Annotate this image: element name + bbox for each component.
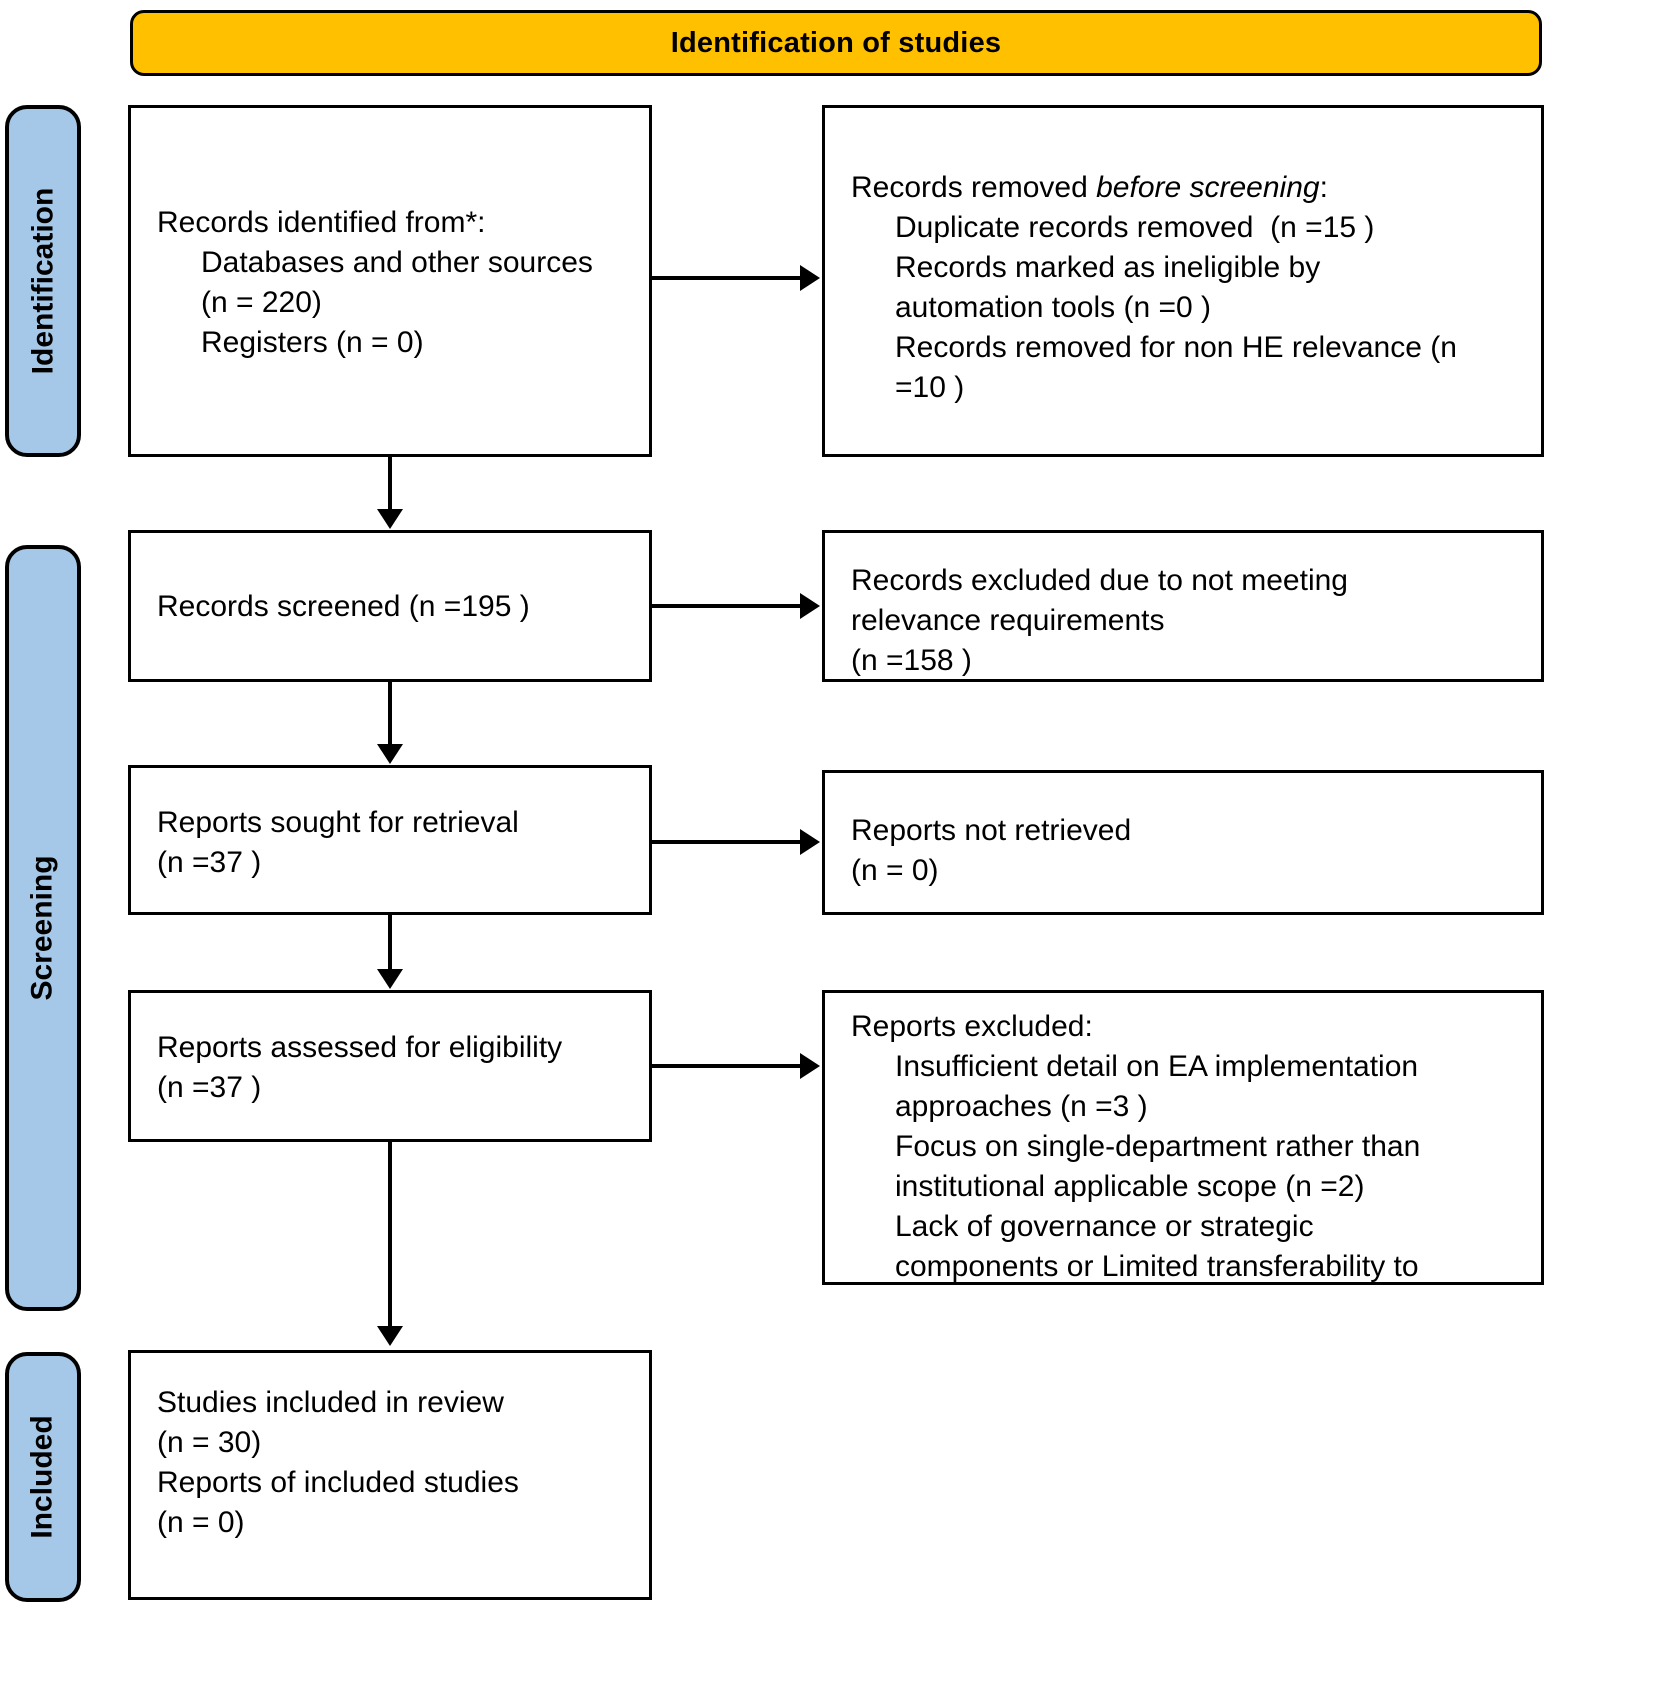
line-removed-2: Duplicate records removed (n =15 ) <box>895 211 1375 244</box>
arrow-sought-to-notretrieved-line <box>652 840 800 844</box>
sidebar-stage-included: Included <box>5 1352 81 1602</box>
line-notret-1: Reports not retrieved <box>851 814 1132 847</box>
box-studies-included-text: Studies included in review (n = 30) Repo… <box>157 1383 519 1543</box>
arrow-screened-to-excluded-line <box>652 604 800 608</box>
box-reports-excluded: Reports excluded: Insufficient detail on… <box>822 990 1544 1285</box>
arrow-assessed-to-excluded-line <box>652 1064 800 1068</box>
line-identified-1: Records identified from*: <box>157 206 486 239</box>
line-excluded1-1: Records excluded due to not meeting <box>851 564 1348 597</box>
line-sought-2: (n =37 ) <box>157 846 262 879</box>
line-removed-1b: before screening <box>1096 171 1320 204</box>
line-identified-3: (n = 220) <box>201 286 322 319</box>
box-records-excluded-text: Records excluded due to not meeting rele… <box>851 561 1348 679</box>
arrow-screened-to-excluded-head <box>800 593 820 619</box>
box-records-identified-text: Records identified from*: Databases and … <box>157 203 593 363</box>
line-excluded2-1: Reports excluded: <box>851 1010 1093 1043</box>
arrow-screened-to-sought-line <box>388 682 392 746</box>
sidebar-label-identification: Identification <box>26 187 60 375</box>
line-removed-1a: Records removed <box>851 171 1097 204</box>
line-included-1: Studies included in review <box>157 1386 504 1419</box>
box-studies-included-in-review: Studies included in review (n = 30) Repo… <box>128 1350 652 1600</box>
arrow-assessed-to-included-line <box>388 1142 392 1328</box>
line-excluded2-4: Focus on single-department rather than <box>895 1130 1421 1163</box>
box-reports-excluded-text: Reports excluded: Insufficient detail on… <box>851 1007 1459 1283</box>
line-removed-4: automation tools (n =0 ) <box>895 291 1212 324</box>
line-included-3: Reports of included studies <box>157 1466 519 1499</box>
arrow-sought-to-assessed-head <box>377 969 403 989</box>
line-notret-2: (n = 0) <box>851 854 939 887</box>
box-records-removed-before-screening: Records removed before screening: Duplic… <box>822 105 1544 457</box>
arrow-sought-to-assessed-line <box>388 915 392 971</box>
line-identified-4: Registers (n = 0) <box>201 326 424 359</box>
arrow-assessed-to-excluded-head <box>800 1053 820 1079</box>
box-reports-not-retrieved: Reports not retrieved (n = 0) <box>822 770 1544 915</box>
line-removed-1c: : <box>1319 171 1328 204</box>
sidebar-stage-identification: Identification <box>5 105 81 457</box>
box-records-excluded: Records excluded due to not meeting rele… <box>822 530 1544 682</box>
line-excluded2-5: institutional applicable scope (n =2) <box>895 1170 1365 1203</box>
line-assessed-1: Reports assessed for eligibility <box>157 1031 563 1064</box>
line-excluded1-3: (n =158 ) <box>851 644 972 677</box>
arrow-identified-to-removed-head <box>800 265 820 291</box>
arrow-identified-to-screened-line <box>388 457 392 511</box>
line-excluded2-7: components or Limited transferability to <box>895 1250 1419 1283</box>
line-excluded2-2: Insufficient detail on EA implementation <box>895 1050 1419 1083</box>
line-removed-6: =10 ) <box>895 371 965 404</box>
box-reports-sought-text: Reports sought for retrieval (n =37 ) <box>157 803 519 883</box>
line-included-2: (n = 30) <box>157 1426 262 1459</box>
banner-title: Identification of studies <box>670 26 1002 59</box>
line-screened-1: Records screened (n =195 ) <box>157 590 530 623</box>
box-reports-assessed-for-eligibility: Reports assessed for eligibility (n =37 … <box>128 990 652 1142</box>
box-records-removed-text: Records removed before screening: Duplic… <box>851 168 1457 408</box>
line-identified-2: Databases and other sources <box>201 246 593 279</box>
line-sought-1: Reports sought for retrieval <box>157 806 519 839</box>
arrow-screened-to-sought-head <box>377 744 403 764</box>
box-reports-sought-for-retrieval: Reports sought for retrieval (n =37 ) <box>128 765 652 915</box>
box-records-screened: Records screened (n =195 ) <box>128 530 652 682</box>
sidebar-label-included: Included <box>26 1415 59 1539</box>
box-records-identified: Records identified from*: Databases and … <box>128 105 652 457</box>
line-removed-3: Records marked as ineligible by <box>895 251 1321 284</box>
line-excluded1-2: relevance requirements <box>851 604 1165 637</box>
sidebar-label-screening: Screening <box>26 855 59 1001</box>
line-assessed-2: (n =37 ) <box>157 1071 262 1104</box>
arrow-identified-to-screened-head <box>377 509 403 529</box>
box-reports-assessed-text: Reports assessed for eligibility (n =37 … <box>157 1028 562 1108</box>
line-excluded2-3: approaches (n =3 ) <box>895 1090 1148 1123</box>
box-reports-not-retrieved-text: Reports not retrieved (n = 0) <box>851 811 1131 891</box>
sidebar-stage-screening: Screening <box>5 545 81 1311</box>
box-records-screened-text: Records screened (n =195 ) <box>157 587 530 627</box>
arrow-identified-to-removed-line <box>652 276 800 280</box>
line-included-4: (n = 0) <box>157 1506 245 1539</box>
banner-identification-of-studies: Identification of studies <box>130 10 1542 76</box>
arrow-assessed-to-included-head <box>377 1326 403 1346</box>
arrow-sought-to-notretrieved-head <box>800 829 820 855</box>
line-excluded2-6: Lack of governance or strategic <box>895 1210 1314 1243</box>
line-removed-5: Records removed for non HE relevance (n <box>895 331 1457 364</box>
